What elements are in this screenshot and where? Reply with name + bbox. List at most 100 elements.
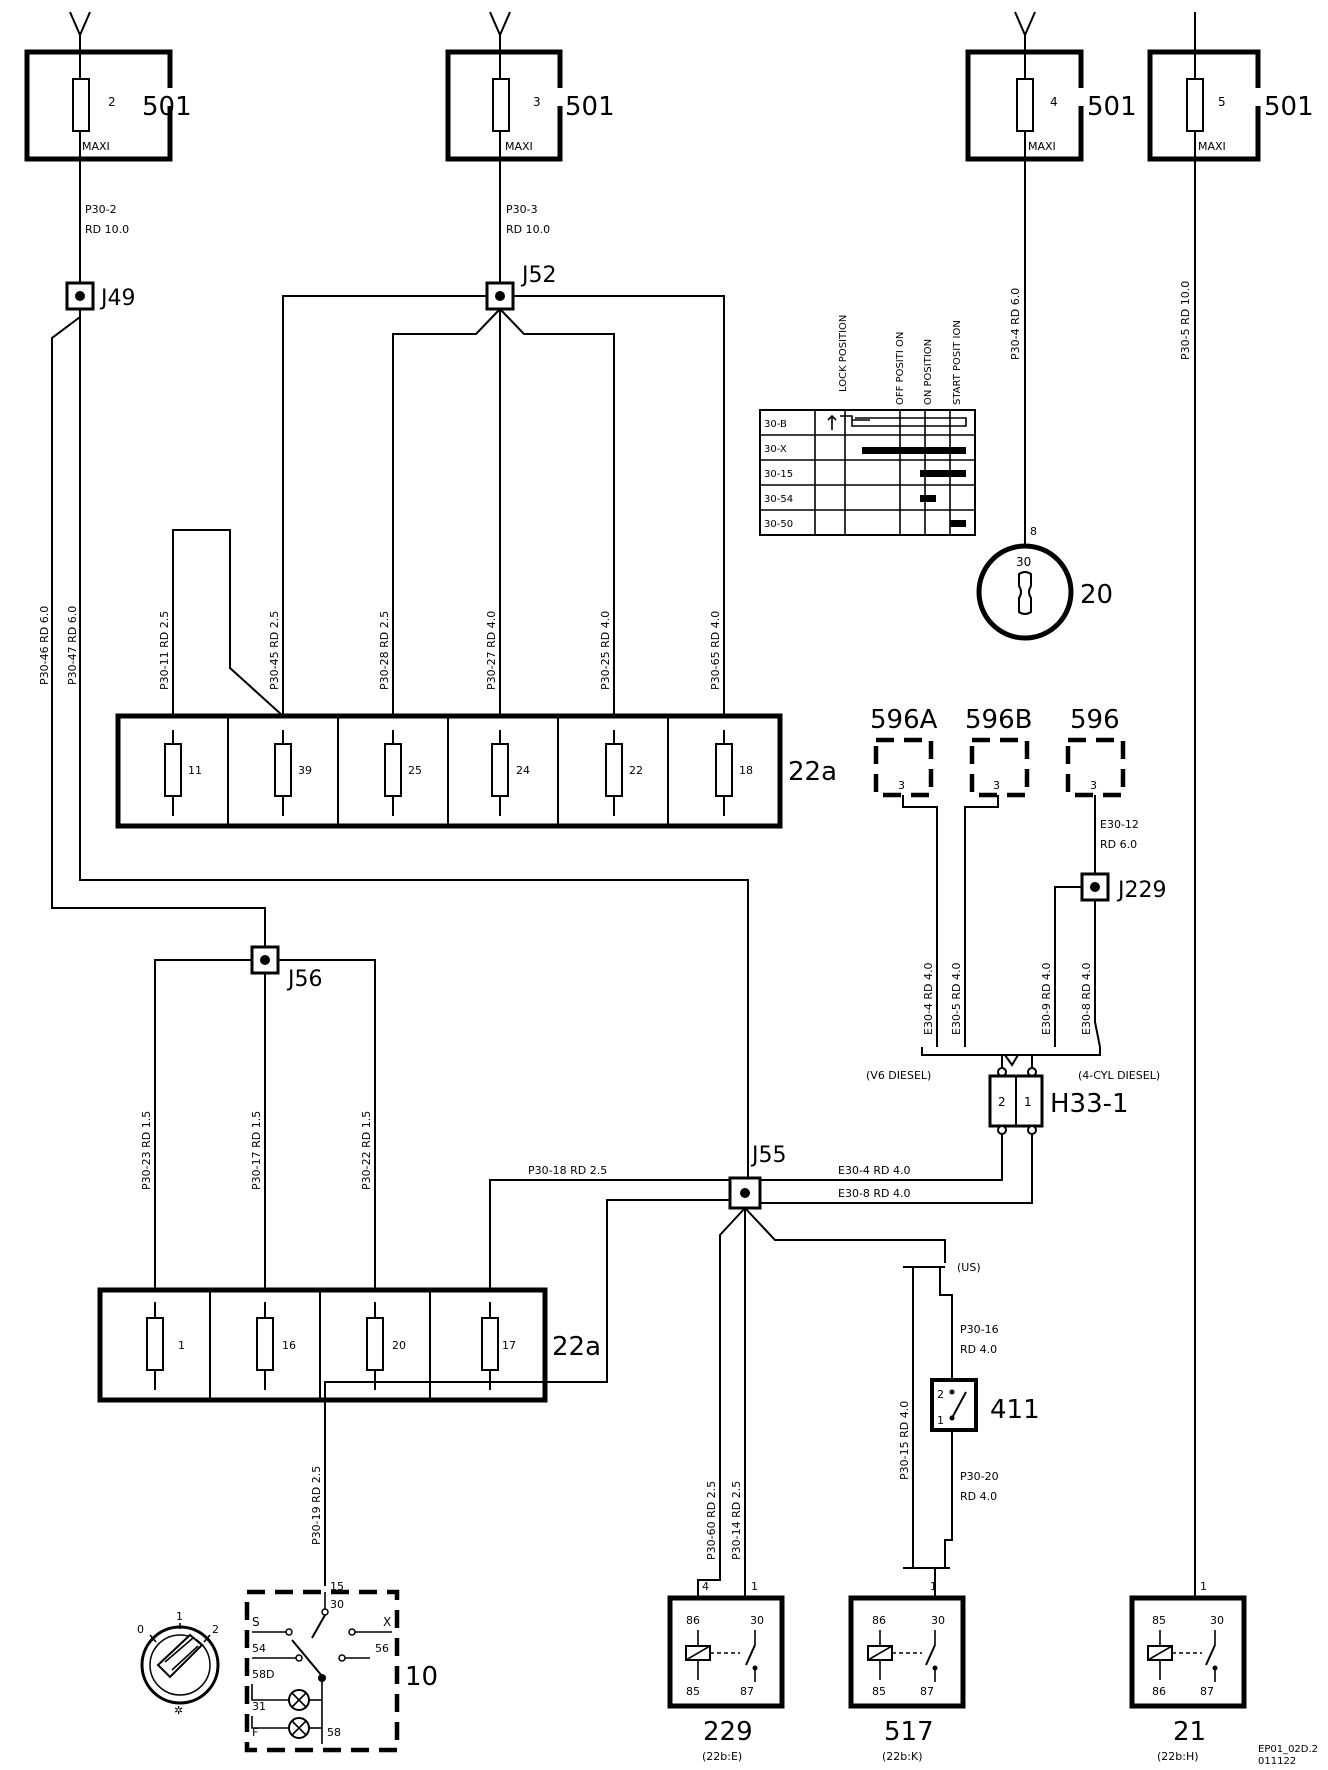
junction-label: J55 (750, 1143, 786, 1168)
connector-pin: 3 (1090, 779, 1097, 792)
pin-label: 4 (702, 1580, 709, 1593)
fuse-ref: 501 (142, 92, 192, 122)
fuse-22: 22 (605, 730, 643, 816)
wire-label: P30-14 RD 2.5 (730, 1481, 743, 1560)
fuse-39: 39 (274, 730, 312, 816)
fuse-number: 22 (629, 764, 643, 777)
maxi-fuse-2: 2 MAXI 501 (24, 49, 192, 162)
wire-label: E30-4 RD 4.0 (922, 962, 935, 1035)
maxi-fuse-4: 4 MAXI 501 (965, 49, 1137, 162)
pin-label: 31 (252, 1700, 266, 1713)
pin-label: 2 (998, 1095, 1006, 1109)
pin-label: 1 (751, 1580, 758, 1593)
pin-label: F (252, 1726, 258, 1739)
wire-label: P30-65 RD 4.0 (709, 611, 722, 690)
fuse-number: 20 (392, 1339, 406, 1352)
relay-pin: 30 (1210, 1614, 1224, 1627)
position-label: START POSIT ION (952, 320, 963, 405)
relay-pin: 86 (1152, 1685, 1166, 1698)
fuse-number: 24 (516, 764, 530, 777)
pin-label: S (252, 1615, 260, 1629)
wire-label: E30-9 RD 4.0 (1040, 962, 1053, 1035)
wire-label: E30-8 RD 4.0 (1080, 962, 1093, 1035)
fuse-ref: 501 (1087, 92, 1137, 122)
wire-label: RD 10.0 (85, 223, 129, 236)
pin-label: 8 (1030, 525, 1037, 538)
component-ref: 20 (1080, 580, 1113, 610)
connector-ref: 596B (965, 705, 1032, 735)
doc-code: EP01_02D.2 (1258, 1744, 1318, 1755)
fuse-18: 18 (715, 730, 753, 816)
wire-label: P30-22 RD 1.5 (360, 1111, 373, 1190)
junction-j56: J56 (250, 945, 322, 992)
junction-label: J49 (99, 286, 135, 311)
fuse-box-ref: 22a (552, 1332, 601, 1362)
fuse-number: 17 (502, 1339, 516, 1352)
junction-j229: J229 (1080, 872, 1166, 903)
table-row-label: 30-B (764, 419, 787, 430)
pin-label: 2 (937, 1388, 944, 1401)
fuse-box-ref: 22a (788, 757, 837, 787)
wire-label: E30-4 RD 4.0 (838, 1164, 911, 1177)
relay-ref: 517 (884, 1717, 934, 1747)
relay-ref: 229 (703, 1717, 753, 1747)
wire-label: P30-15 RD 4.0 (898, 1401, 911, 1480)
wire-label: P30-3 (506, 203, 538, 216)
position-label: LOCK POSITION (838, 315, 849, 392)
fuse-number: 1 (178, 1339, 185, 1352)
wire-label: P30-20 (960, 1470, 999, 1483)
fuse-20: 20 (366, 1302, 406, 1390)
wire-label: P30-18 RD 2.5 (528, 1164, 607, 1177)
relay-pin: 87 (1200, 1685, 1214, 1698)
pin-label: 1 (937, 1414, 944, 1427)
light-switch-knob-icon: 0 1 2 ✲ (137, 1610, 220, 1717)
fuse-number: 39 (298, 764, 312, 777)
h33-note: (4-CYL DIESEL) (1078, 1069, 1160, 1082)
fuse-type: MAXI (1198, 140, 1226, 153)
sun-icon: ✲ (174, 1704, 183, 1717)
position-label: ON POSITION (923, 339, 934, 405)
pin-label: 30 (330, 1598, 344, 1611)
relay-pin: 30 (750, 1614, 764, 1627)
junction-label: J52 (520, 263, 556, 288)
table-row-label: 30-54 (764, 494, 793, 505)
position-label: OFF POSITI ON (895, 332, 906, 405)
fuse-pin: 5 (1218, 95, 1226, 109)
fuse-pin: 3 (533, 95, 541, 109)
wire-label: RD 10.0 (506, 223, 550, 236)
switch-411: 2 1 411 (930, 1378, 1040, 1432)
table-row-label: 30-X (764, 444, 787, 455)
fuse-pin: 4 (1050, 95, 1058, 109)
fuse-16: 16 (256, 1302, 296, 1390)
fuse-number: 16 (282, 1339, 296, 1352)
wire-label: P30-4 RD 6.0 (1009, 288, 1022, 360)
relay-229: 4 1 86 30 85 87 229 (22b:E) (667, 1580, 785, 1763)
wire-label: RD 4.0 (960, 1490, 997, 1503)
pin-label: 15 (330, 1580, 344, 1593)
component-ref: 10 (405, 1662, 438, 1692)
fuse-pin: 2 (108, 95, 116, 109)
relay-pin: 30 (931, 1614, 945, 1627)
us-branch: (US) P30-16 RD 4.0 P30-15 RD 4.0 2 1 411… (898, 1261, 1040, 1600)
relay-pin: 86 (872, 1614, 886, 1627)
fuse-number: 18 (739, 764, 753, 777)
relay-pin: 85 (872, 1685, 886, 1698)
wire-label: E30-8 RD 4.0 (838, 1187, 911, 1200)
pin-label: X (383, 1615, 391, 1629)
connector-ref: 596A (870, 705, 938, 735)
maxi-fuse-3: 3 MAXI 501 (445, 49, 615, 162)
relay-ref: 21 (1173, 1717, 1206, 1747)
diesel-connectors: 596A 3 596B 3 596 3 (870, 705, 1126, 798)
pin-label: 54 (252, 1642, 266, 1655)
feed-wires: P30-2 RD 10.0 P30-3 RD 10.0 P30-4 RD 6.0… (79, 159, 1196, 1608)
junction-label: J56 (286, 967, 322, 992)
wire-label: P30-23 RD 1.5 (140, 1111, 153, 1190)
wire-label: RD 4.0 (960, 1343, 997, 1356)
wire-label: E30-5 RD 4.0 (950, 962, 963, 1035)
doc-date: 011122 (1258, 1756, 1296, 1767)
fuse-box-upper: 11 39 25 24 22 18 22a (115, 713, 837, 829)
wire-label: P30-27 RD 4.0 (485, 611, 498, 690)
wire-label: P30-46 RD 6.0 (38, 606, 51, 685)
relay-location: (22b:K) (882, 1750, 922, 1763)
